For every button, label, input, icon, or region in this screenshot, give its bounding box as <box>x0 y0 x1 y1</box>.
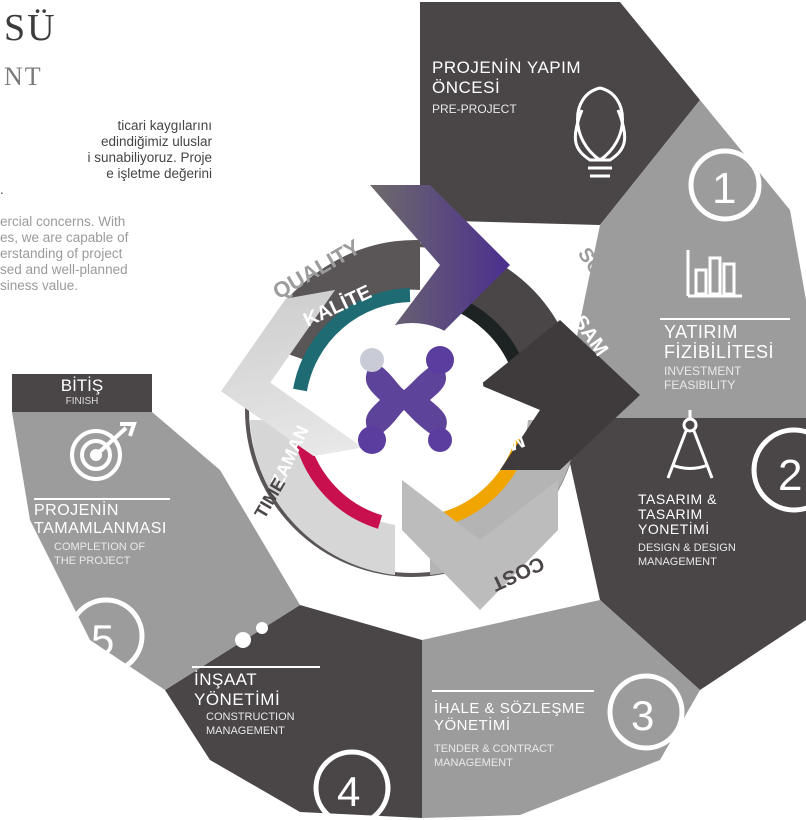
segment-design <box>560 418 806 690</box>
ring-time <box>250 420 395 575</box>
chevron-cost <box>402 480 558 610</box>
pre-project-title-2: ÖNCESİ <box>432 78 501 97</box>
design-subtitle-2: MANAGEMENT <box>638 556 717 568</box>
completion-title-1: PROJENİN <box>34 502 119 519</box>
intro-en-line: erstanding of project <box>0 246 123 261</box>
feasibility-title-1: YATIRIM <box>664 322 738 342</box>
intro-en-line: es, we are capable of <box>0 230 129 245</box>
tender-title-1: İHALE & SÖZLEŞME <box>434 700 586 717</box>
divider <box>432 690 594 692</box>
chevron-quality <box>370 185 510 345</box>
completion-subtitle-1: COMPLETION OF <box>54 541 146 553</box>
logo-node <box>360 348 384 372</box>
intro-en-line: sed and well-planned <box>0 262 128 277</box>
divider <box>192 666 320 668</box>
intro-en-line: siness value. <box>0 278 79 293</box>
svg-text:5: 5 <box>91 616 114 663</box>
feasibility-subtitle-2: FEASIBILITY <box>664 378 736 392</box>
completion-title-2: TAMAMLANMASI <box>34 520 167 537</box>
construction-subtitle-2: MANAGEMENT <box>206 725 285 737</box>
construction-title-1: İNŞAAT <box>194 670 258 689</box>
design-title-1: TASARIM & <box>638 491 717 507</box>
svg-text:2: 2 <box>778 451 802 500</box>
design-title-3: YONETİMİ <box>638 521 710 537</box>
number-2-badge: 2 <box>751 427 806 513</box>
chevron-scope <box>480 320 640 470</box>
pre-project-subtitle: PRE-PROJECT <box>432 102 517 116</box>
intro-tr-line: e işletme değerini <box>106 166 212 181</box>
svg-text:1: 1 <box>712 164 736 213</box>
chevron-time <box>220 289 363 457</box>
page-title: SÜ <box>4 7 57 49</box>
logo-node <box>428 428 452 452</box>
logo-node <box>358 426 386 454</box>
svg-text:4: 4 <box>337 768 360 815</box>
intro-paragraph-en: ercial concerns. With es, we are capable… <box>0 214 230 294</box>
number-1-badge: 1 <box>688 148 762 222</box>
intro-tr-line: i sunabiliyoruz. Proje <box>87 150 212 165</box>
center-logo <box>365 360 447 440</box>
intro-tr-line: edindiğimiz uluslar <box>100 134 212 149</box>
label-completion: PROJENİN TAMAMLANMASI COMPLETION OF THE … <box>34 502 167 568</box>
label-construction: İNŞAAT YÖNETİMİ CONSTRUCTION MANAGEMENT <box>194 670 295 738</box>
label-design: TASARIM & TASARIM YONETİMİ DESIGN & DESI… <box>638 492 736 569</box>
page-subtitle: NT <box>4 62 43 91</box>
construction-subtitle-1: CONSTRUCTION <box>206 711 295 723</box>
finish-subtitle: FINISH <box>65 396 99 407</box>
pre-project-title-1: PROJENİN YAPIM <box>432 58 582 77</box>
finish-title: BİTİŞ <box>60 376 104 395</box>
intro-tr-line: ticari kaygılarını <box>117 118 212 133</box>
finish-badge: BİTİŞ FINISH <box>12 374 152 412</box>
segment-construction <box>165 605 422 818</box>
label-tender: İHALE & SÖZLEŞME YÖNETİMİ TENDER & CONTR… <box>434 700 585 770</box>
bar-chart-icon <box>686 250 742 298</box>
compass-icon <box>666 410 714 479</box>
logo-node <box>426 346 454 374</box>
completion-subtitle-2: THE PROJECT <box>54 555 131 567</box>
label-pre-project: PROJENİN YAPIM ÖNCESİ PRE-PROJECT <box>432 58 581 116</box>
tender-subtitle-2: MANAGEMENT <box>434 757 513 769</box>
lightbulb-icon <box>573 86 627 178</box>
tender-subtitle-1: TENDER & CONTRACT <box>434 743 554 755</box>
gears-icon <box>235 622 268 648</box>
divider <box>34 498 170 500</box>
design-subtitle-1: DESIGN & DESIGN <box>638 542 736 554</box>
segment-completion <box>12 412 300 690</box>
construction-title-2: YÖNETİMİ <box>194 690 281 709</box>
design-title-2: TASARIM <box>638 506 703 522</box>
number-4-badge: 4 <box>313 749 391 820</box>
intro-en-line: ercial concerns. With <box>0 214 126 229</box>
divider <box>660 318 790 320</box>
segment-pre-project <box>420 2 700 225</box>
intro-tr-line: . <box>0 182 4 197</box>
label-feasibility: YATIRIM FİZİBİLİTESİ INVESTMENT FEASIBIL… <box>664 322 774 392</box>
tender-title-2: YÖNETİMİ <box>434 717 511 734</box>
intro-paragraph-tr: ticari kaygılarını edindiğimiz uluslar i… <box>0 118 212 198</box>
number-3-badge: 3 <box>607 673 685 751</box>
segment-feasibility <box>560 100 806 418</box>
feasibility-subtitle-1: INVESTMENT <box>664 364 742 378</box>
feasibility-title-2: FİZİBİLİTESİ <box>664 342 775 362</box>
segment-tender <box>422 600 700 818</box>
arc-teal <box>293 288 411 392</box>
number-5-badge: 5 <box>67 597 145 675</box>
target-icon <box>70 422 137 481</box>
svg-text:3: 3 <box>631 692 654 739</box>
